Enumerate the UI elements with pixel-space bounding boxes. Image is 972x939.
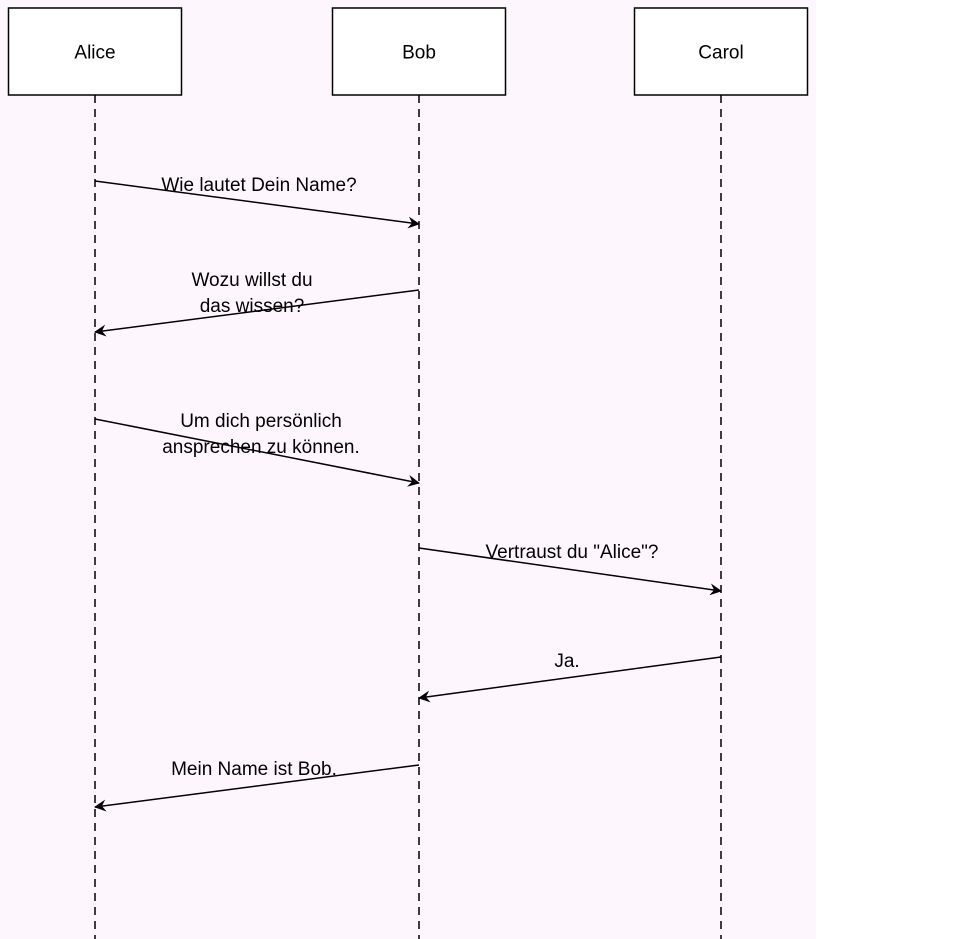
actor-box-carol xyxy=(633,7,809,96)
message-label: Vertraust du "Alice"? xyxy=(486,542,659,563)
lifelines xyxy=(94,95,722,939)
actor-label-carol: Carol xyxy=(698,43,743,64)
message-arrow xyxy=(94,180,420,229)
message-label: Wie lautet Dein Name? xyxy=(161,175,356,196)
message-arrow xyxy=(418,656,722,703)
message-label-line: Mein Name ist Bob. xyxy=(171,759,337,780)
actors: Alice Bob Carol xyxy=(7,7,809,96)
message-label-line: Um dich persönlich xyxy=(180,411,342,432)
actor-box-alice xyxy=(7,7,183,96)
actor-bob: Bob xyxy=(331,7,507,96)
message-arrow xyxy=(94,764,420,812)
message-3: Um dich persönlich ansprechen zu können. xyxy=(94,411,420,487)
message-2: Wozu willst du das wissen? xyxy=(94,270,420,337)
actor-label-bob: Bob xyxy=(402,43,436,64)
message-label-line: Ja. xyxy=(554,651,579,672)
message-label-line: ansprechen zu können. xyxy=(162,437,360,458)
message-label-line: das wissen? xyxy=(200,296,305,317)
message-label: Um dich persönlich ansprechen zu können. xyxy=(162,411,360,458)
message-label: Mein Name ist Bob. xyxy=(171,759,337,780)
message-4: Vertraust du "Alice"? xyxy=(418,542,722,596)
message-6: Mein Name ist Bob. xyxy=(94,759,420,812)
messages: Wie lautet Dein Name? Wozu willst du das w… xyxy=(94,175,722,812)
message-5: Ja. xyxy=(418,651,722,703)
actor-label-alice: Alice xyxy=(74,43,115,64)
message-label: Wozu willst du das wissen? xyxy=(191,270,312,317)
message-label-line: Wie lautet Dein Name? xyxy=(161,175,356,196)
diagram-canvas xyxy=(0,0,816,939)
actor-carol: Carol xyxy=(633,7,809,96)
message-arrow xyxy=(94,418,420,487)
actor-alice: Alice xyxy=(7,7,183,96)
message-label-line: Vertraust du "Alice"? xyxy=(486,542,659,563)
actor-box-bob xyxy=(331,7,507,96)
message-arrow xyxy=(418,547,722,596)
message-label: Ja. xyxy=(554,651,579,672)
message-1: Wie lautet Dein Name? xyxy=(94,175,420,229)
message-label-line: Wozu willst du xyxy=(191,270,312,291)
message-arrow xyxy=(94,289,420,337)
